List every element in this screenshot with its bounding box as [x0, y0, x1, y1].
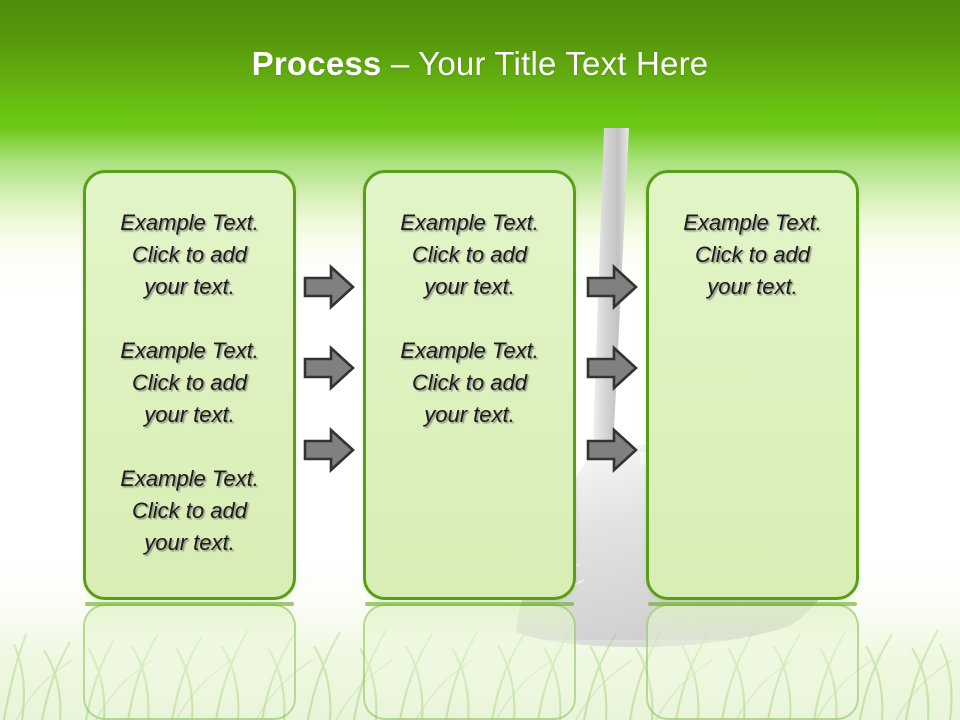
process-box-2-text-1[interactable]: Example Text. Click to add your text.	[400, 210, 539, 299]
title-bar: Process – Your Title Text Here	[0, 0, 960, 127]
arrow-right-icon[interactable]	[586, 264, 638, 310]
process-box-3-reflection-edge	[648, 602, 857, 606]
arrow-right-icon[interactable]	[586, 427, 638, 473]
process-box-1-text-1[interactable]: Example Text. Click to add your text.	[120, 210, 259, 299]
process-box-2-reflection-edge	[365, 602, 574, 606]
page-title: Process – Your Title Text Here	[252, 45, 709, 83]
arrow-right-icon[interactable]	[586, 345, 638, 391]
process-box-1[interactable]: Example Text. Click to add your text. Ex…	[83, 170, 296, 600]
process-box-3-text-1[interactable]: Example Text. Click to add your text.	[683, 210, 822, 299]
process-box-1-reflection-edge	[85, 602, 294, 606]
page-title-rest: – Your Title Text Here	[381, 44, 709, 82]
arrow-right-icon[interactable]	[303, 427, 355, 473]
process-box-2[interactable]: Example Text. Click to add your text. Ex…	[363, 170, 576, 600]
process-box-1-text-3[interactable]: Example Text. Click to add your text.	[120, 466, 259, 555]
arrow-right-icon[interactable]	[303, 264, 355, 310]
arrow-right-icon[interactable]	[303, 345, 355, 391]
process-box-1-text-2[interactable]: Example Text. Click to add your text.	[120, 338, 259, 427]
process-box-2-text-2[interactable]: Example Text. Click to add your text.	[400, 338, 539, 427]
page-title-strong: Process	[251, 44, 382, 82]
process-box-3[interactable]: Example Text. Click to add your text.	[646, 170, 859, 600]
